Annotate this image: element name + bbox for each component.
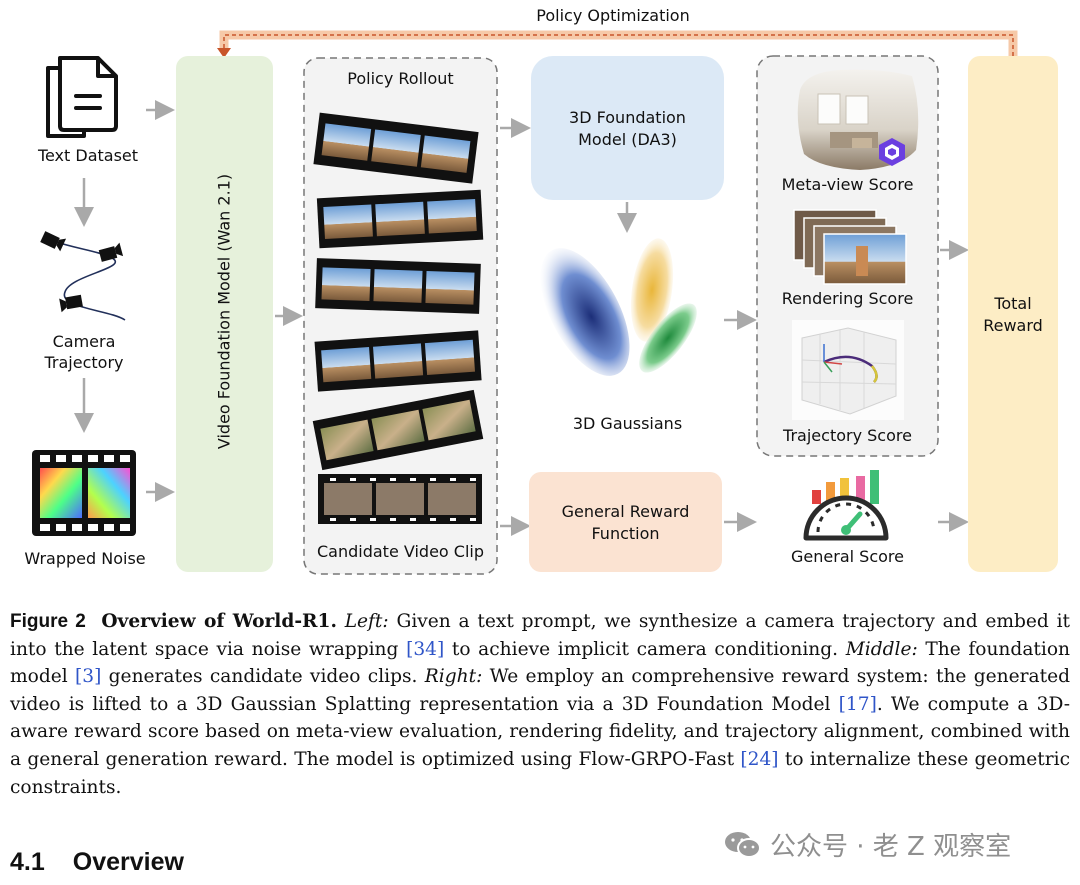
camera-trajectory-line2: Trajectory (44, 353, 124, 372)
film-strip (318, 474, 482, 524)
film-strip (316, 189, 484, 249)
watermark-text: 公众号 · 老 Z 观察室 (770, 832, 1012, 862)
gaussians-label: 3D Gaussians (572, 414, 683, 433)
total-reward-line2: Reward (983, 316, 1043, 335)
video-foundation-model-box (176, 56, 273, 572)
film-strip (312, 389, 484, 471)
figure-title: Overview of World-R1. (101, 611, 337, 632)
gauge-icon (803, 470, 889, 541)
general-reward-line2: Function (591, 524, 660, 543)
caption-text: The foundation model (10, 638, 1070, 688)
caption-text: Given a text prompt, we synthesize a cam… (10, 611, 1071, 660)
wechat-icon (725, 831, 761, 858)
rendering-image-stack (793, 209, 907, 285)
film-strip (314, 330, 482, 392)
general-score-label: General Score (791, 547, 904, 566)
camera-trajectory-label: Camera Trajectory (18, 331, 150, 373)
foundation-model-box (531, 56, 724, 200)
figure-label: Figure 2 (10, 611, 86, 632)
camera-trajectory-icon (40, 231, 126, 321)
caption-text: to internalize these geometric constrain… (10, 748, 1070, 798)
gaussians-graphic (540, 238, 697, 376)
citation-link[interactable]: [24] (740, 748, 779, 770)
citation-link[interactable]: [3] (75, 666, 102, 688)
section-heading: 4.1 Overview (10, 848, 184, 877)
logo-icon (879, 138, 905, 166)
general-reward-line1: General Reward (561, 502, 690, 521)
general-reward-label: General Reward Function (529, 501, 722, 545)
caption-middle-label: Middle: (845, 638, 918, 660)
meta-view-score-label: Meta-view Score (781, 175, 914, 194)
citation-link[interactable]: [17] (838, 693, 877, 715)
trajectory-score-label: Trajectory Score (783, 426, 912, 445)
watermark: 公众号 · 老 Z 观察室 (724, 826, 1011, 863)
camera-trajectory-line1: Camera (52, 332, 116, 351)
citation-link[interactable]: [34] (406, 638, 445, 660)
caption-text: We employ an comprehensive reward system… (10, 666, 1070, 715)
foundation-model-label: 3D Foundation Model (DA3) (531, 107, 724, 151)
section-number: 4.1 (10, 848, 45, 876)
total-reward-box (968, 56, 1058, 572)
wrapped-noise-icon (32, 450, 136, 536)
general-reward-box (529, 472, 722, 572)
figure-caption: Figure 2 Overview of World-R1. Left: Giv… (10, 608, 1070, 801)
section-title: Overview (72, 848, 184, 876)
candidate-video-clip-label: Candidate Video Clip (316, 542, 484, 561)
policy-optimization-label: Policy Optimization (536, 6, 690, 25)
film-strip (315, 258, 481, 314)
caption-right-label: Right: (424, 666, 483, 688)
document-icon (46, 56, 118, 138)
caption-left-label: Left: (344, 611, 389, 632)
video-foundation-model-label: Video Foundation Model (Wan 2.1) (214, 173, 234, 450)
film-strip (313, 112, 479, 184)
total-reward-line1: Total (994, 294, 1032, 313)
caption-text: generates candidate video clips. (108, 666, 418, 688)
policy-optimization-arrow (217, 30, 1018, 58)
foundation-model-line1: 3D Foundation (569, 108, 686, 127)
rendering-score-label: Rendering Score (781, 289, 914, 308)
caption-text: . We compute a 3D-aware reward score bas… (10, 693, 1070, 770)
text-dataset-label: Text Dataset (37, 146, 139, 165)
wrapped-noise-label: Wrapped Noise (24, 549, 146, 568)
pipeline-diagram (32, 30, 1058, 575)
trajectory-plot (792, 320, 904, 420)
film-sprockets (330, 478, 476, 521)
policy-rollout-label: Policy Rollout (347, 69, 454, 88)
caption-text: to achieve implicit camera conditioning. (451, 638, 839, 660)
foundation-model-line2: Model (DA3) (578, 130, 677, 149)
total-reward-label: Total Reward (968, 293, 1058, 337)
